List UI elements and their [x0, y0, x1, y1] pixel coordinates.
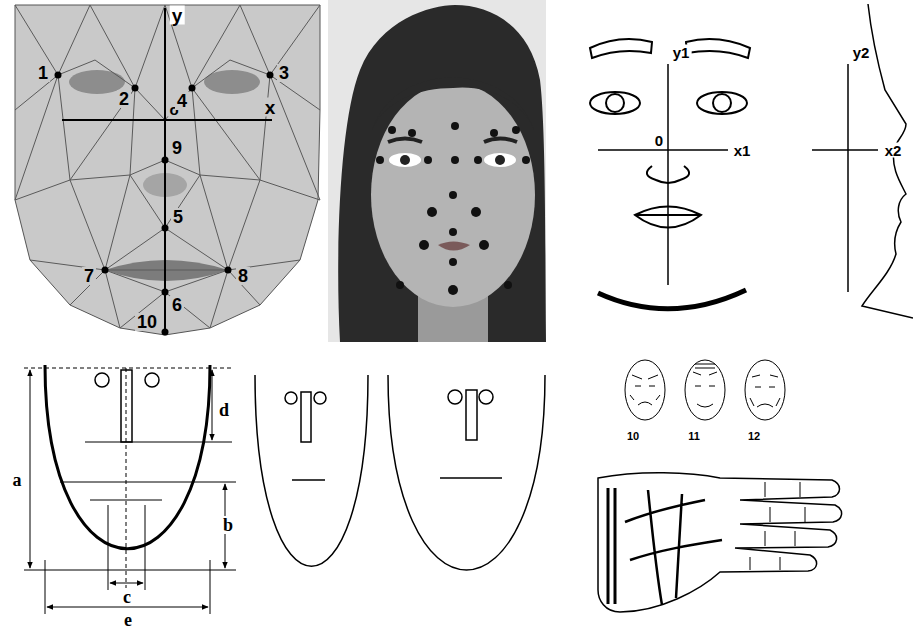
dimension-label: b [221, 516, 235, 534]
callout-number: 7 [82, 267, 96, 285]
dimension-a [30, 370, 31, 568]
face [371, 83, 535, 307]
face-photo [328, 0, 546, 342]
mesh-lines [15, 5, 320, 328]
landmark-dots [55, 72, 274, 336]
palm-sketch [598, 473, 842, 612]
dimension-c [110, 583, 143, 584]
figure-number: 12 [746, 431, 762, 442]
callout-number: 10 [135, 313, 159, 331]
axis-label: x2 [883, 143, 904, 158]
photo-ground [328, 0, 546, 342]
frontal-sketch [590, 4, 913, 318]
chin-line [598, 290, 746, 309]
face-outline [15, 5, 320, 335]
x-axis [62, 119, 272, 121]
face-model-variants [255, 375, 545, 570]
eye-shade [204, 70, 260, 94]
eyebrow [686, 39, 750, 58]
expression-faces [625, 360, 785, 420]
hair-fringe [372, 78, 534, 131]
dimension-label: d [217, 401, 231, 419]
face-contour [45, 365, 210, 549]
axis-label: x [263, 98, 278, 117]
callout-number: 9 [170, 139, 184, 157]
callout-number: 5 [171, 208, 185, 226]
dimension-e [47, 607, 208, 608]
eye [389, 153, 421, 167]
eye [590, 92, 640, 114]
y-axis [164, 8, 166, 333]
hair [338, 5, 546, 342]
eye [697, 92, 747, 114]
callout-number: 6 [170, 296, 184, 314]
axis-label: y [170, 6, 185, 25]
figure-number: 10 [625, 431, 641, 442]
axis-label: y1 [671, 45, 692, 60]
lips [438, 242, 470, 251]
figure-number: 11 [686, 431, 702, 442]
callout-number: 8 [236, 267, 250, 285]
callout-number: 2 [117, 90, 131, 108]
x2-axis [812, 149, 878, 151]
dimension-label: e [122, 611, 134, 629]
callout-number: 3 [277, 64, 291, 82]
eyebrow [590, 39, 652, 58]
geometric-face-model [24, 365, 236, 614]
dimension-label: c [121, 588, 133, 606]
face-mesh [15, 5, 320, 336]
axis-label: x1 [732, 143, 753, 158]
dimension-label: a [11, 471, 24, 489]
feature-dots [376, 122, 530, 295]
y2-axis [847, 64, 849, 292]
eye [484, 153, 516, 167]
callout-number: 4 [175, 92, 189, 110]
dimension-d [212, 370, 213, 440]
y1-axis [667, 64, 669, 285]
origin-label: 0 [653, 133, 665, 148]
brows [388, 139, 517, 143]
x1-axis [598, 149, 728, 151]
callout-number: 1 [36, 64, 50, 82]
axis-label: y2 [851, 45, 872, 60]
